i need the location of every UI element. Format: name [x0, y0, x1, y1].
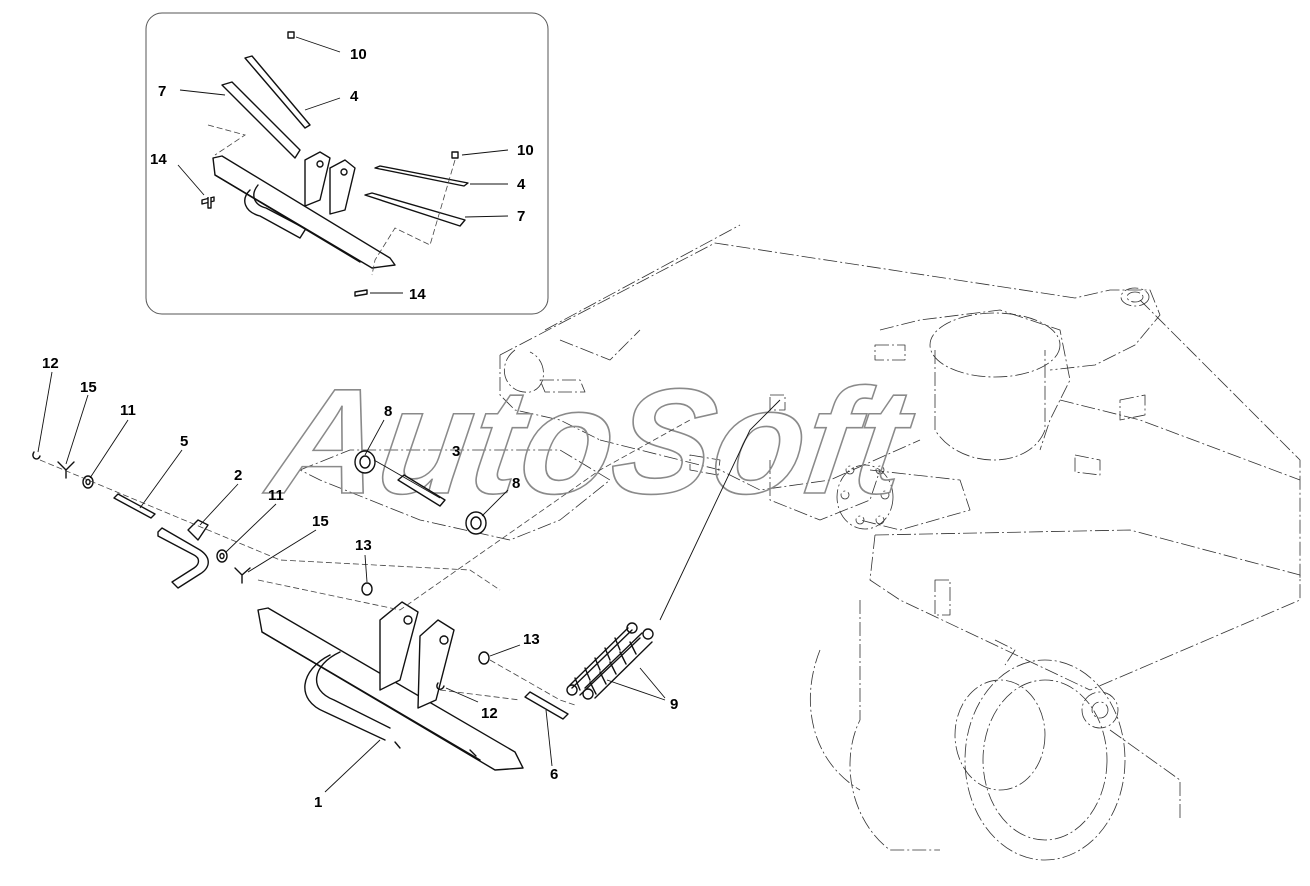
- callout-9: 9: [670, 696, 678, 713]
- callout-11-right: 11: [268, 487, 284, 504]
- ring-13-lower: [478, 651, 490, 665]
- callout-12-left: 12: [42, 355, 59, 372]
- pin-5: [113, 493, 156, 519]
- callout-15-right: 15: [312, 513, 329, 530]
- callout-2: 2: [234, 467, 242, 484]
- callout-10-inset-right: 10: [517, 142, 534, 159]
- callout-7-inset-upper: 7: [158, 83, 166, 100]
- springs-9: [566, 622, 654, 700]
- callout-4-inset-upper: 4: [350, 88, 359, 105]
- pin-3: [397, 474, 446, 507]
- leader-lines: [37, 371, 781, 793]
- washer-11-left: [82, 475, 94, 489]
- inset-strip-4-right: [374, 165, 469, 187]
- clip-12-left: [32, 451, 41, 460]
- small-parts: [32, 419, 691, 720]
- callout-15-left: 15: [80, 379, 97, 396]
- pin-6: [524, 691, 569, 720]
- callout-1: 1: [314, 794, 322, 811]
- watermark-text: AutoSoft: [257, 358, 923, 525]
- callout-5: 5: [180, 433, 188, 450]
- washer-11-right: [216, 549, 228, 563]
- callout-13-upper: 13: [355, 537, 372, 554]
- callout-3: 3: [452, 443, 460, 460]
- callout-12-right: 12: [481, 705, 498, 722]
- callout-11-left: 11: [120, 402, 136, 419]
- ring-13-upper: [361, 582, 373, 596]
- callout-14-inset-left: 14: [150, 151, 167, 168]
- lever-2: [157, 527, 209, 589]
- inset-strip-4-upper: [244, 55, 311, 129]
- bushing-8-upper: [354, 450, 376, 474]
- callout-8-upper: 8: [384, 403, 392, 420]
- cotter-15-left: [57, 461, 75, 479]
- callout-10-inset-upper: 10: [350, 46, 367, 63]
- inset-bracket: [212, 151, 396, 269]
- inset-pin-10-upper: [287, 31, 295, 39]
- callouts: 10 7 4 14 10 4 7 14 12 15 11 5 2 11 15 8…: [42, 46, 678, 811]
- callout-13-lower: 13: [523, 631, 540, 648]
- bushing-8-lower: [465, 511, 487, 535]
- callout-14-inset-bottom: 14: [409, 286, 426, 303]
- main-bracket-1: [257, 601, 524, 771]
- inset-detail: [145, 12, 549, 315]
- inset-plate-7-right: [364, 192, 466, 227]
- watermark: AutoSoft: [256, 357, 924, 526]
- callout-7-inset-right: 7: [517, 208, 525, 225]
- callout-8-lower: 8: [512, 475, 520, 492]
- inset-bolt-14-bottom: [354, 289, 368, 297]
- callout-4-inset-right: 4: [517, 176, 526, 193]
- callout-6: 6: [550, 766, 558, 783]
- inset-plate-7-upper: [221, 81, 301, 159]
- axle-housing-phantom: [299, 224, 1301, 861]
- clip-12-right: [436, 682, 445, 690]
- cotter-15-right: [234, 567, 251, 584]
- inset-pin-10-right: [451, 151, 459, 159]
